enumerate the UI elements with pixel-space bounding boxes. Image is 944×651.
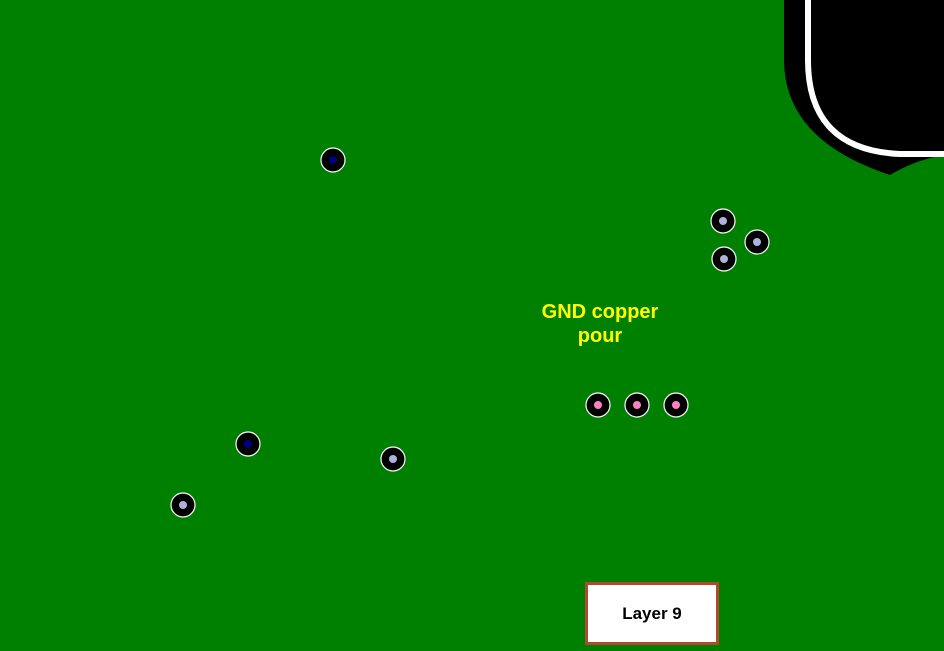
- via-1[interactable]: [320, 147, 346, 173]
- via-drill: [179, 501, 187, 509]
- via-drill: [633, 401, 641, 409]
- via-drill: [672, 401, 680, 409]
- via-drill: [594, 401, 602, 409]
- via-drill: [753, 238, 761, 246]
- gnd-pour-label: GND copper pour: [520, 300, 680, 348]
- via-group: [170, 147, 770, 518]
- gnd-pour-label-line2: pour: [577, 325, 623, 347]
- via-drill: [329, 156, 337, 164]
- via-5[interactable]: [585, 392, 611, 418]
- via-2[interactable]: [710, 208, 736, 234]
- via-drill: [719, 217, 727, 225]
- via-3[interactable]: [744, 229, 770, 255]
- via-drill: [389, 455, 397, 463]
- via-7[interactable]: [663, 392, 689, 418]
- via-4[interactable]: [711, 246, 737, 272]
- via-drill: [244, 440, 252, 448]
- via-6[interactable]: [624, 392, 650, 418]
- gnd-pour-label-line1: GND copper: [541, 301, 659, 323]
- via-drill: [720, 255, 728, 263]
- board-cutout: [784, 0, 944, 175]
- via-9[interactable]: [380, 446, 406, 472]
- layer-indicator[interactable]: Layer 9: [585, 582, 719, 645]
- via-8[interactable]: [235, 431, 261, 457]
- layer-indicator-label: Layer 9: [622, 603, 682, 623]
- via-10[interactable]: [170, 492, 196, 518]
